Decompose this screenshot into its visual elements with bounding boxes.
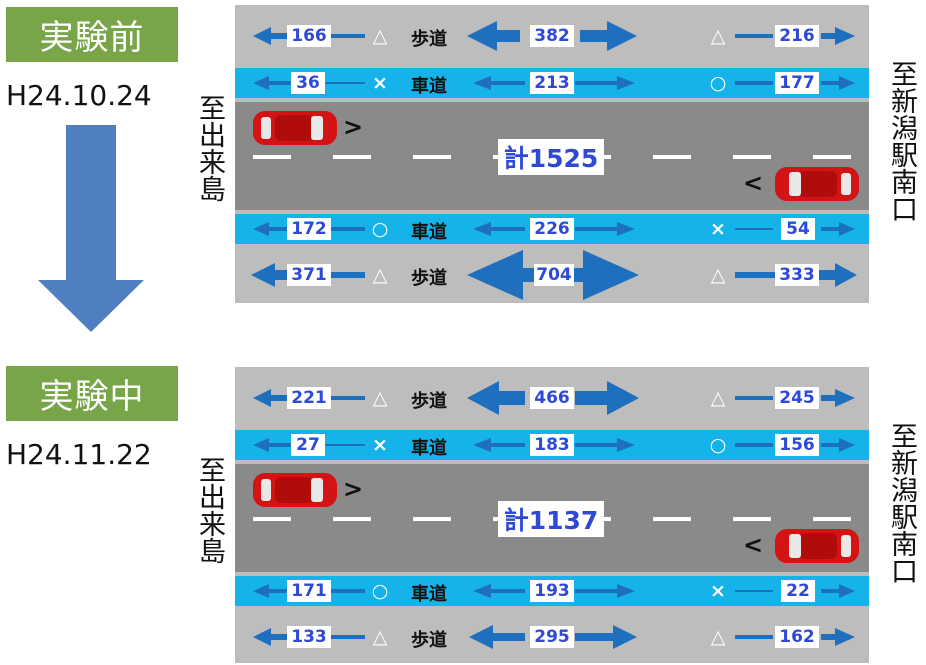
lane-type-label: 車道: [411, 438, 447, 459]
roadway-arrows-icon: [253, 438, 855, 452]
count-left: 221: [287, 387, 331, 409]
count-center: 466: [530, 387, 574, 409]
cross-icon: ×: [372, 72, 388, 94]
count-center: 382: [530, 25, 574, 47]
lane-divider: [733, 517, 771, 521]
triangle-icon: △: [710, 387, 726, 409]
count-left: 172: [287, 218, 331, 240]
before-side-right: 至新潟駅南口: [886, 60, 917, 222]
lane-divider: [253, 517, 291, 521]
sidewalk-arrows-icon: [251, 250, 857, 300]
during-date: H24.11.22: [6, 438, 152, 471]
count-center: 193: [530, 580, 574, 602]
lane-type-label: 車道: [411, 584, 447, 605]
triangle-icon: △: [710, 626, 726, 648]
sidewalk-arrows-icon: [253, 625, 855, 649]
count-center: 295: [530, 626, 574, 648]
triangle-icon: △: [710, 25, 726, 47]
during-diagram: 221 △ 歩道 466 △ 245 27 × 車道 183 ○ 156 計11…: [235, 367, 869, 663]
lane-type-label: 歩道: [411, 630, 447, 651]
lane-divider: [653, 517, 691, 521]
car-icon: [775, 167, 859, 201]
triangle-icon: △: [710, 264, 726, 286]
cross-icon: ×: [372, 434, 388, 456]
circle-icon: ○: [371, 218, 389, 240]
lane-divider: [733, 155, 771, 159]
lane-divider: [813, 517, 851, 521]
before-diagram: 166 △ 歩道 382 △ 216 36 × 車道 213 ○ 177 計15…: [235, 5, 869, 303]
circle-icon: ○: [371, 580, 389, 602]
count-center: 226: [530, 218, 574, 240]
count-right: 216: [775, 25, 819, 47]
direction-west-icon: <: [743, 169, 764, 197]
total-count: 計1137: [498, 501, 604, 537]
direction-west-icon: <: [743, 531, 764, 559]
roadway-arrows-icon: [253, 76, 855, 90]
count-right: 162: [775, 626, 819, 648]
before-date: H24.10.24: [6, 79, 152, 112]
car-icon: [775, 529, 859, 563]
count-center: 213: [530, 72, 574, 94]
lane-divider: [333, 517, 371, 521]
sidewalk-arrows-icon: [253, 381, 855, 415]
count-right: 333: [775, 264, 819, 286]
count-left: 171: [287, 580, 331, 602]
count-right: 22: [781, 580, 815, 602]
count-left: 166: [287, 25, 331, 47]
car-icon: [253, 473, 337, 507]
lane-type-label: 歩道: [411, 268, 447, 289]
transition-arrow-icon: [38, 125, 144, 332]
count-left: 371: [287, 264, 331, 286]
lane-type-label: 歩道: [411, 29, 447, 50]
count-right: 54: [781, 218, 815, 240]
cross-icon: ×: [710, 218, 726, 240]
lane-divider: [333, 155, 371, 159]
lane-divider: [653, 155, 691, 159]
car-icon: [253, 111, 337, 145]
triangle-icon: △: [372, 626, 388, 648]
during-side-left: 至出来島: [194, 456, 225, 564]
count-right: 156: [775, 434, 819, 456]
count-right: 245: [775, 387, 819, 409]
before-side-left: 至出来島: [194, 94, 225, 202]
lane-divider: [813, 155, 851, 159]
count-right: 177: [775, 72, 819, 94]
cross-icon: ×: [710, 580, 726, 602]
count-center: 704: [534, 264, 574, 286]
circle-icon: ○: [709, 434, 727, 456]
count-left: 27: [291, 434, 325, 456]
lane-type-label: 車道: [411, 222, 447, 243]
triangle-icon: △: [372, 264, 388, 286]
count-left: 133: [287, 626, 331, 648]
total-count: 計1525: [498, 139, 604, 175]
during-label: 実験中: [6, 366, 178, 421]
direction-east-icon: >: [343, 113, 364, 141]
sidewalk-arrows-icon: [253, 21, 855, 51]
lane-type-label: 歩道: [411, 391, 447, 412]
triangle-icon: △: [372, 25, 388, 47]
roadway-arrows-icon: [253, 222, 855, 236]
before-label: 実験前: [6, 7, 178, 62]
lane-divider: [413, 155, 451, 159]
lane-type-label: 車道: [411, 76, 447, 97]
count-center: 183: [530, 434, 574, 456]
roadway-arrows-icon: [253, 584, 855, 598]
lane-divider: [413, 517, 451, 521]
during-side-right: 至新潟駅南口: [886, 422, 917, 584]
direction-east-icon: >: [343, 475, 364, 503]
circle-icon: ○: [709, 72, 727, 94]
triangle-icon: △: [372, 387, 388, 409]
count-left: 36: [291, 72, 325, 94]
lane-divider: [253, 155, 291, 159]
